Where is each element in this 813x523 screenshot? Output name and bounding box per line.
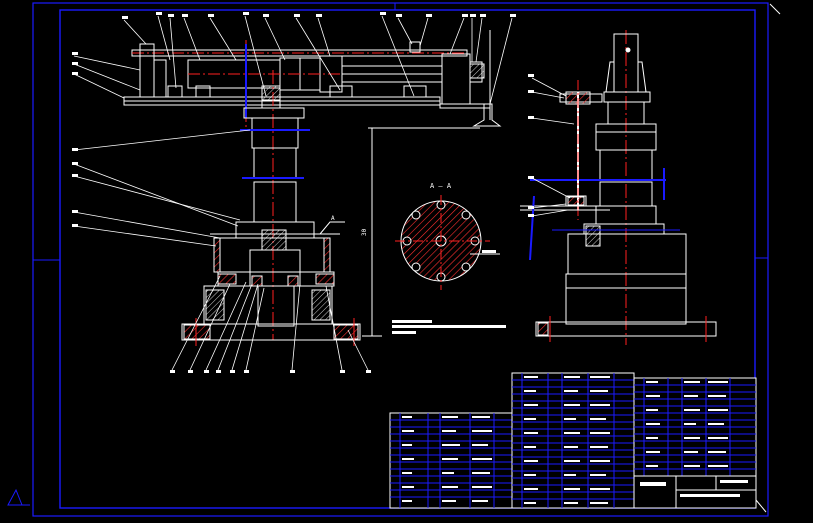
corner-marker-icon	[7, 488, 30, 506]
corner-tick-icon	[755, 3, 781, 513]
section-label: A — A	[430, 182, 452, 190]
section-view-a-a: A — A	[395, 182, 500, 290]
leader-lines	[73, 15, 513, 371]
technical-notes	[392, 320, 506, 334]
side-leader-lines	[531, 77, 575, 217]
side-part-labels	[528, 74, 534, 217]
section-marker-text: A	[331, 215, 335, 222]
parts-list-table	[389, 372, 757, 509]
part-number-labels	[72, 12, 516, 373]
dimension-text: 30	[361, 228, 368, 236]
side-view	[520, 30, 717, 345]
front-view	[123, 30, 502, 346]
